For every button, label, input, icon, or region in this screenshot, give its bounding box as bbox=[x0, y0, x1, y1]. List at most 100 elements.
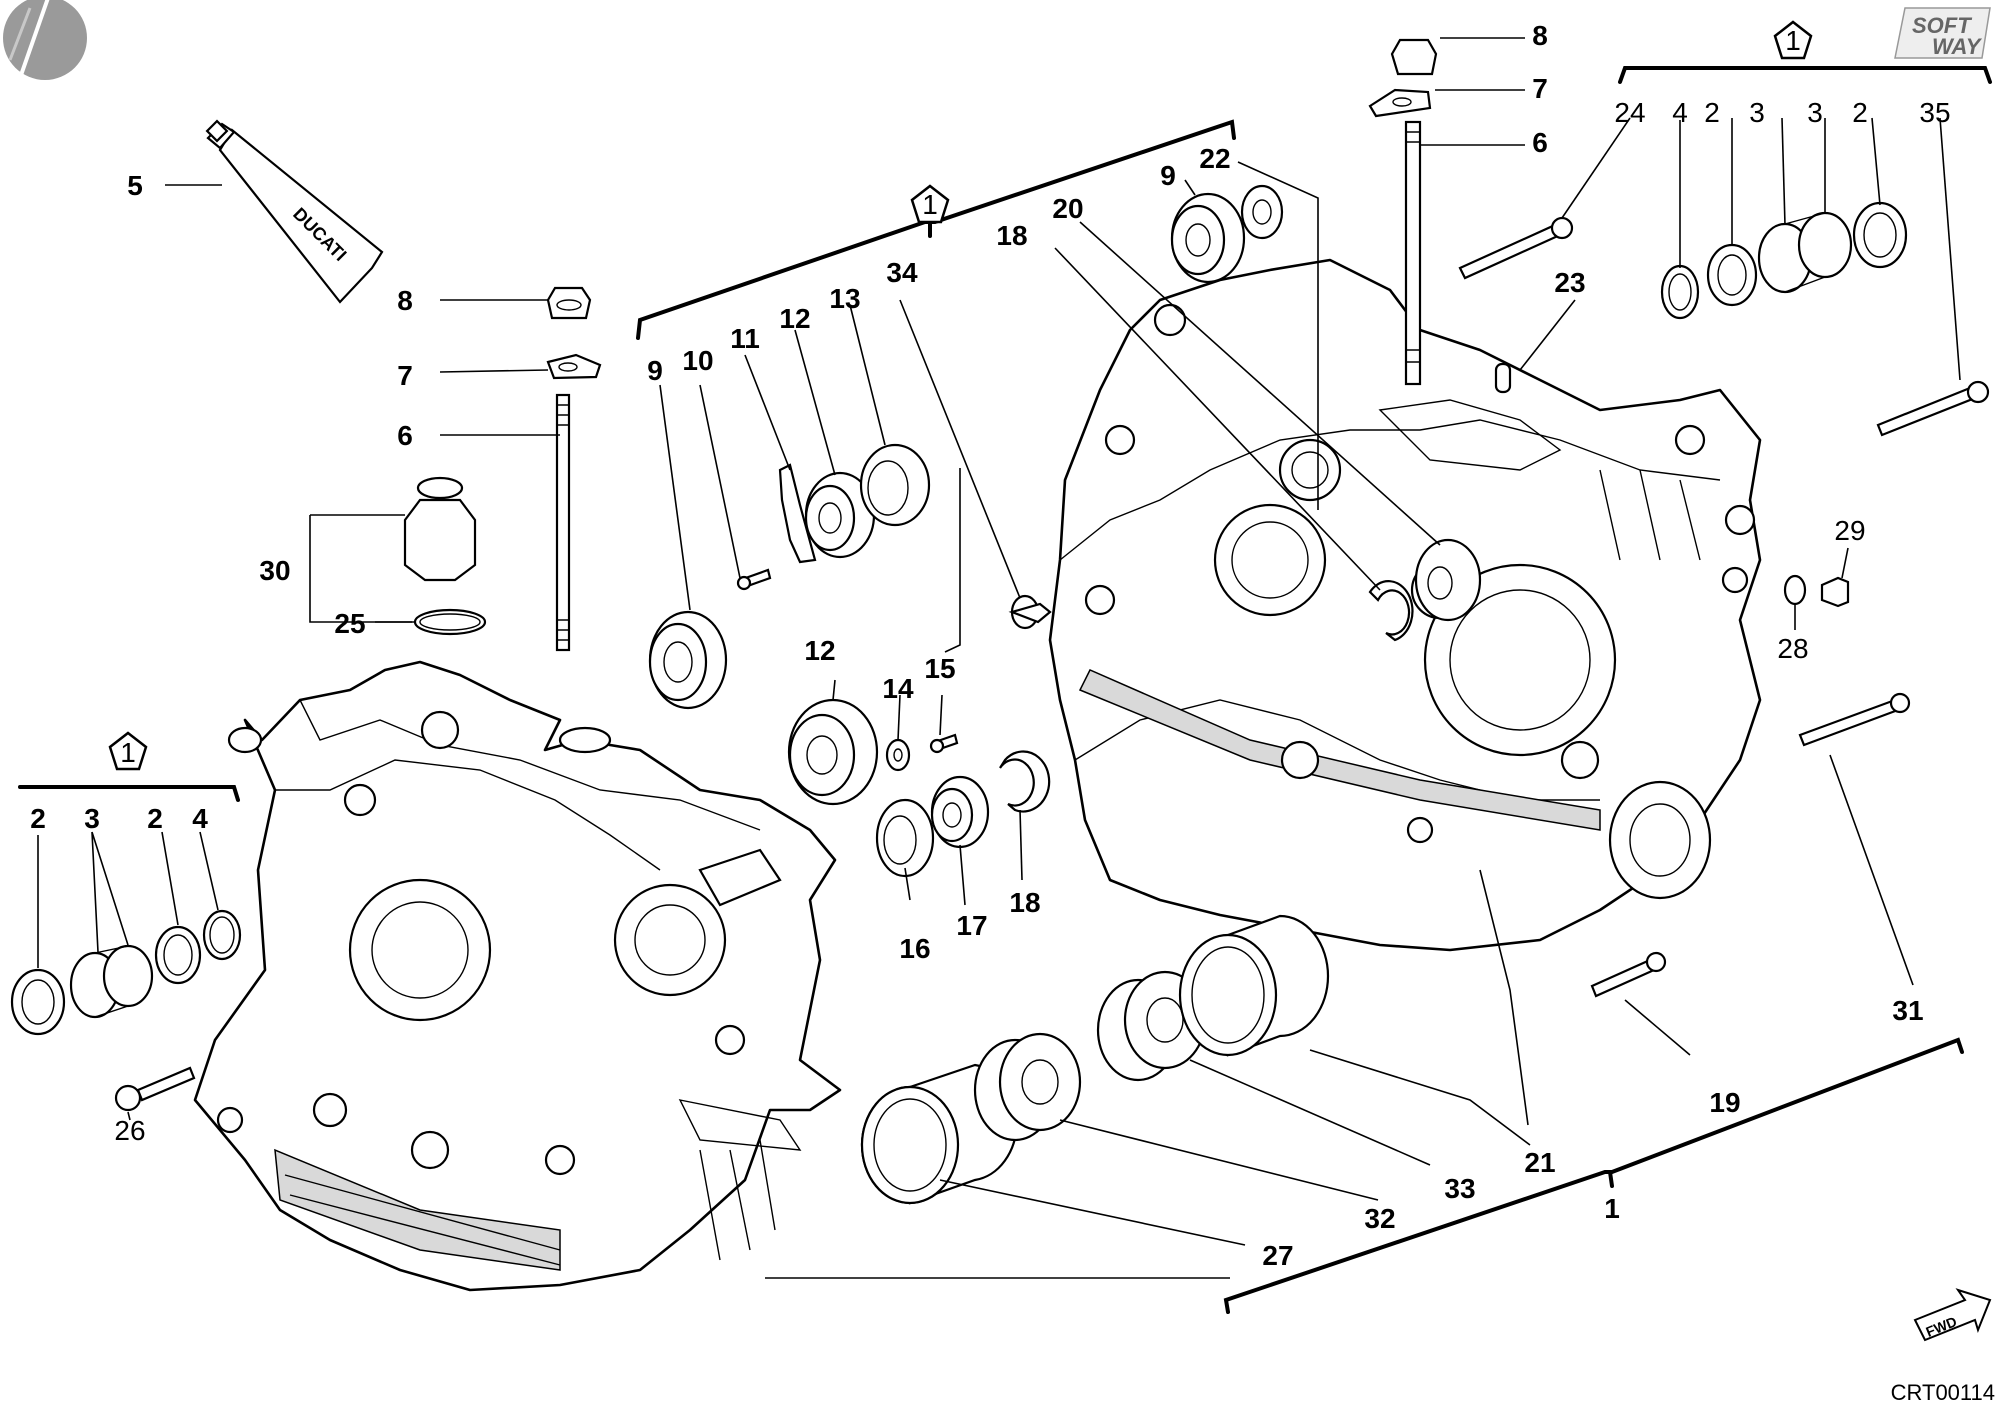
callout-4: 4 bbox=[192, 803, 208, 834]
bearing-20 bbox=[1414, 538, 1482, 622]
washer-14 bbox=[885, 738, 911, 772]
callout-19: 19 bbox=[1709, 1087, 1740, 1118]
callout-23: 23 bbox=[1554, 267, 1585, 298]
callout-18: 18 bbox=[1009, 887, 1040, 918]
callout-8: 8 bbox=[397, 285, 413, 316]
left-stud-nut bbox=[546, 286, 592, 320]
right-stud-nut bbox=[1390, 38, 1438, 76]
bracket-crankcase-assembly bbox=[1223, 1037, 1964, 1314]
callout-6: 6 bbox=[397, 420, 413, 451]
retaining-screw bbox=[736, 568, 772, 591]
kit-marker-pentagon: 1 bbox=[108, 731, 148, 771]
callout-2: 2 bbox=[147, 803, 163, 834]
callout-20: 20 bbox=[1052, 193, 1083, 224]
callout-13: 13 bbox=[829, 283, 860, 314]
bracket-kit-left: 1 bbox=[18, 731, 240, 802]
callout-3: 3 bbox=[1749, 97, 1765, 128]
callout-26: 26 bbox=[114, 1115, 145, 1146]
callout-12: 12 bbox=[779, 303, 810, 334]
left-crankcase-half bbox=[193, 660, 842, 1292]
bracket-kit-top-center: 1 bbox=[636, 119, 1236, 340]
svg-text:WAY: WAY bbox=[1932, 34, 1983, 59]
callout-9: 9 bbox=[1160, 160, 1176, 191]
plug-29 bbox=[1820, 576, 1850, 608]
o-ring bbox=[413, 608, 487, 636]
callout-22: 22 bbox=[1199, 143, 1230, 174]
callout-14: 14 bbox=[882, 673, 914, 704]
bolt-19 bbox=[1590, 951, 1667, 998]
callout-5: 5 bbox=[127, 170, 143, 201]
dowel-sleeve-34 bbox=[1008, 594, 1052, 630]
callout-28: 28 bbox=[1777, 633, 1808, 664]
dowel-pin-23 bbox=[1494, 362, 1512, 394]
callout-16: 16 bbox=[899, 933, 930, 964]
callout-4: 4 bbox=[1672, 97, 1688, 128]
bushing-27 bbox=[860, 1063, 1018, 1205]
svg-text:SOFT: SOFT bbox=[1912, 13, 1972, 38]
bearing-12-lower bbox=[787, 698, 879, 806]
forward-direction-arrow-icon: FWD bbox=[1913, 1288, 1992, 1342]
callout-6: 6 bbox=[1532, 127, 1548, 158]
drawing-code: CRT00114 bbox=[1891, 1380, 1995, 1405]
left-stud-washer bbox=[546, 353, 602, 380]
callout-30: 30 bbox=[259, 555, 290, 586]
svg-text:1: 1 bbox=[922, 189, 938, 220]
callout-10: 10 bbox=[682, 345, 713, 376]
svg-text:1: 1 bbox=[120, 737, 136, 768]
bearing-17 bbox=[930, 775, 990, 849]
callout-3: 3 bbox=[1807, 97, 1823, 128]
svg-text:1: 1 bbox=[1785, 25, 1801, 56]
callout-15: 15 bbox=[924, 653, 955, 684]
callout-11: 11 bbox=[730, 323, 760, 354]
roller-bearing-3-right bbox=[1757, 211, 1853, 294]
callout-18: 18 bbox=[996, 220, 1027, 251]
kit-marker-pentagon: 1 bbox=[910, 184, 950, 224]
bearing-race-2-left-inner bbox=[154, 925, 202, 985]
bolt-31 bbox=[1798, 692, 1911, 747]
circlip-4-right bbox=[1660, 264, 1700, 320]
bearing-9-right bbox=[1170, 192, 1246, 284]
ball-bearing-32 bbox=[973, 1032, 1082, 1142]
round-emblem-icon bbox=[3, 0, 87, 80]
right-stud bbox=[1404, 120, 1422, 386]
breather-cap bbox=[403, 476, 477, 582]
bolt-26 bbox=[114, 1066, 196, 1112]
washer-22 bbox=[1240, 184, 1284, 240]
bearing-race-2-right-outer bbox=[1852, 201, 1908, 269]
callout-21: 21 bbox=[1524, 1147, 1555, 1178]
oil-seal-16 bbox=[875, 798, 935, 878]
bearing-left bbox=[648, 610, 728, 710]
right-crankcase-half bbox=[1048, 258, 1762, 952]
screw-15 bbox=[929, 733, 959, 754]
circlip-4-left bbox=[202, 909, 242, 961]
callout-7: 7 bbox=[1532, 73, 1548, 104]
callout-33: 33 bbox=[1444, 1173, 1475, 1204]
retaining-plate bbox=[778, 463, 817, 564]
washer-28 bbox=[1783, 574, 1807, 606]
bearing-12-upper bbox=[804, 471, 876, 559]
callout-29: 29 bbox=[1834, 515, 1865, 546]
roller-bearing-3-left bbox=[69, 944, 154, 1019]
callout-1: 1 bbox=[1604, 1193, 1620, 1224]
callout-8: 8 bbox=[1532, 20, 1548, 51]
callout-31: 31 bbox=[1892, 995, 1923, 1026]
circlip-18-lower bbox=[999, 750, 1051, 813]
bearing-race-2-left-outer bbox=[10, 968, 66, 1036]
callout-17: 17 bbox=[956, 910, 987, 941]
callout-27: 27 bbox=[1262, 1240, 1293, 1271]
circlip-18-upper bbox=[1368, 580, 1414, 642]
callout-labels: 5 8 7 6 30 25 9 10 11 12 13 34 12 14 15 … bbox=[30, 20, 1950, 1271]
callout-35: 35 bbox=[1919, 97, 1950, 128]
right-stud-washer bbox=[1368, 88, 1432, 118]
callout-25: 25 bbox=[334, 608, 365, 639]
bolt-24 bbox=[1458, 216, 1574, 280]
callout-9: 9 bbox=[647, 355, 663, 386]
bushing-21 bbox=[1178, 914, 1330, 1057]
callout-2: 2 bbox=[30, 803, 46, 834]
callout-32: 32 bbox=[1364, 1203, 1395, 1234]
kit-marker-pentagon: 1 bbox=[1773, 20, 1813, 60]
callout-3: 3 bbox=[84, 803, 100, 834]
sealant-tube: DUCATI bbox=[205, 119, 384, 304]
callout-34: 34 bbox=[886, 257, 918, 288]
